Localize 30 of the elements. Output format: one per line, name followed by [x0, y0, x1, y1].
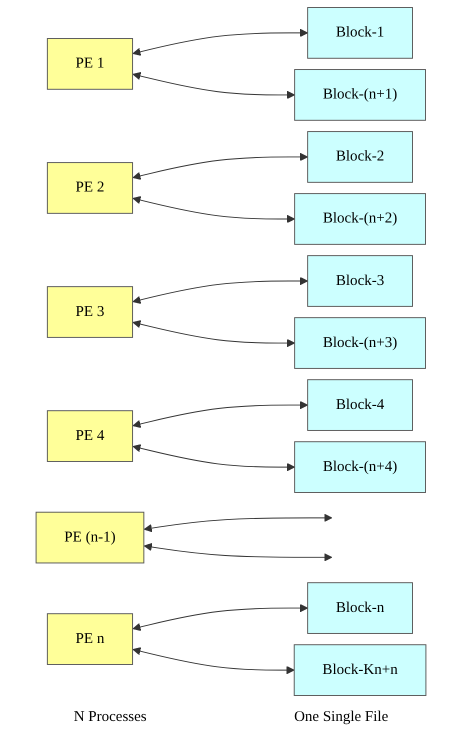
node-box: PE (n-1)	[36, 512, 144, 564]
node-box: Block-(n+4)	[294, 441, 426, 493]
arrow	[132, 196, 296, 224]
node-box: PE n	[46, 613, 134, 665]
arrow	[132, 72, 296, 100]
node-box: PE 4	[46, 410, 134, 462]
arrow	[132, 28, 308, 56]
node-box: Block-n	[307, 582, 413, 634]
caption-text: One Single File	[294, 709, 388, 726]
node-box: Block-(n+3)	[294, 317, 426, 369]
arrow	[132, 647, 295, 674]
arrow	[144, 542, 332, 562]
arrow	[132, 604, 308, 632]
arrow	[132, 444, 296, 472]
arrow	[132, 400, 308, 428]
arrow	[132, 152, 308, 180]
node-box: PE 1	[46, 38, 134, 90]
node-box: Block-3	[307, 255, 413, 307]
node-box: Block-(n+2)	[294, 193, 426, 245]
arrow	[144, 514, 332, 532]
node-box: PE 2	[46, 162, 134, 214]
caption-text: N Processes	[74, 709, 147, 726]
arrow	[132, 320, 296, 348]
node-box: Block-4	[307, 379, 413, 431]
arrow	[132, 276, 308, 304]
node-box: PE 3	[46, 286, 134, 338]
node-box: Block-(n+1)	[294, 69, 426, 121]
node-box: Block-1	[307, 7, 413, 59]
node-box: Block-2	[307, 131, 413, 183]
node-box: Block-Kn+n	[294, 644, 426, 696]
